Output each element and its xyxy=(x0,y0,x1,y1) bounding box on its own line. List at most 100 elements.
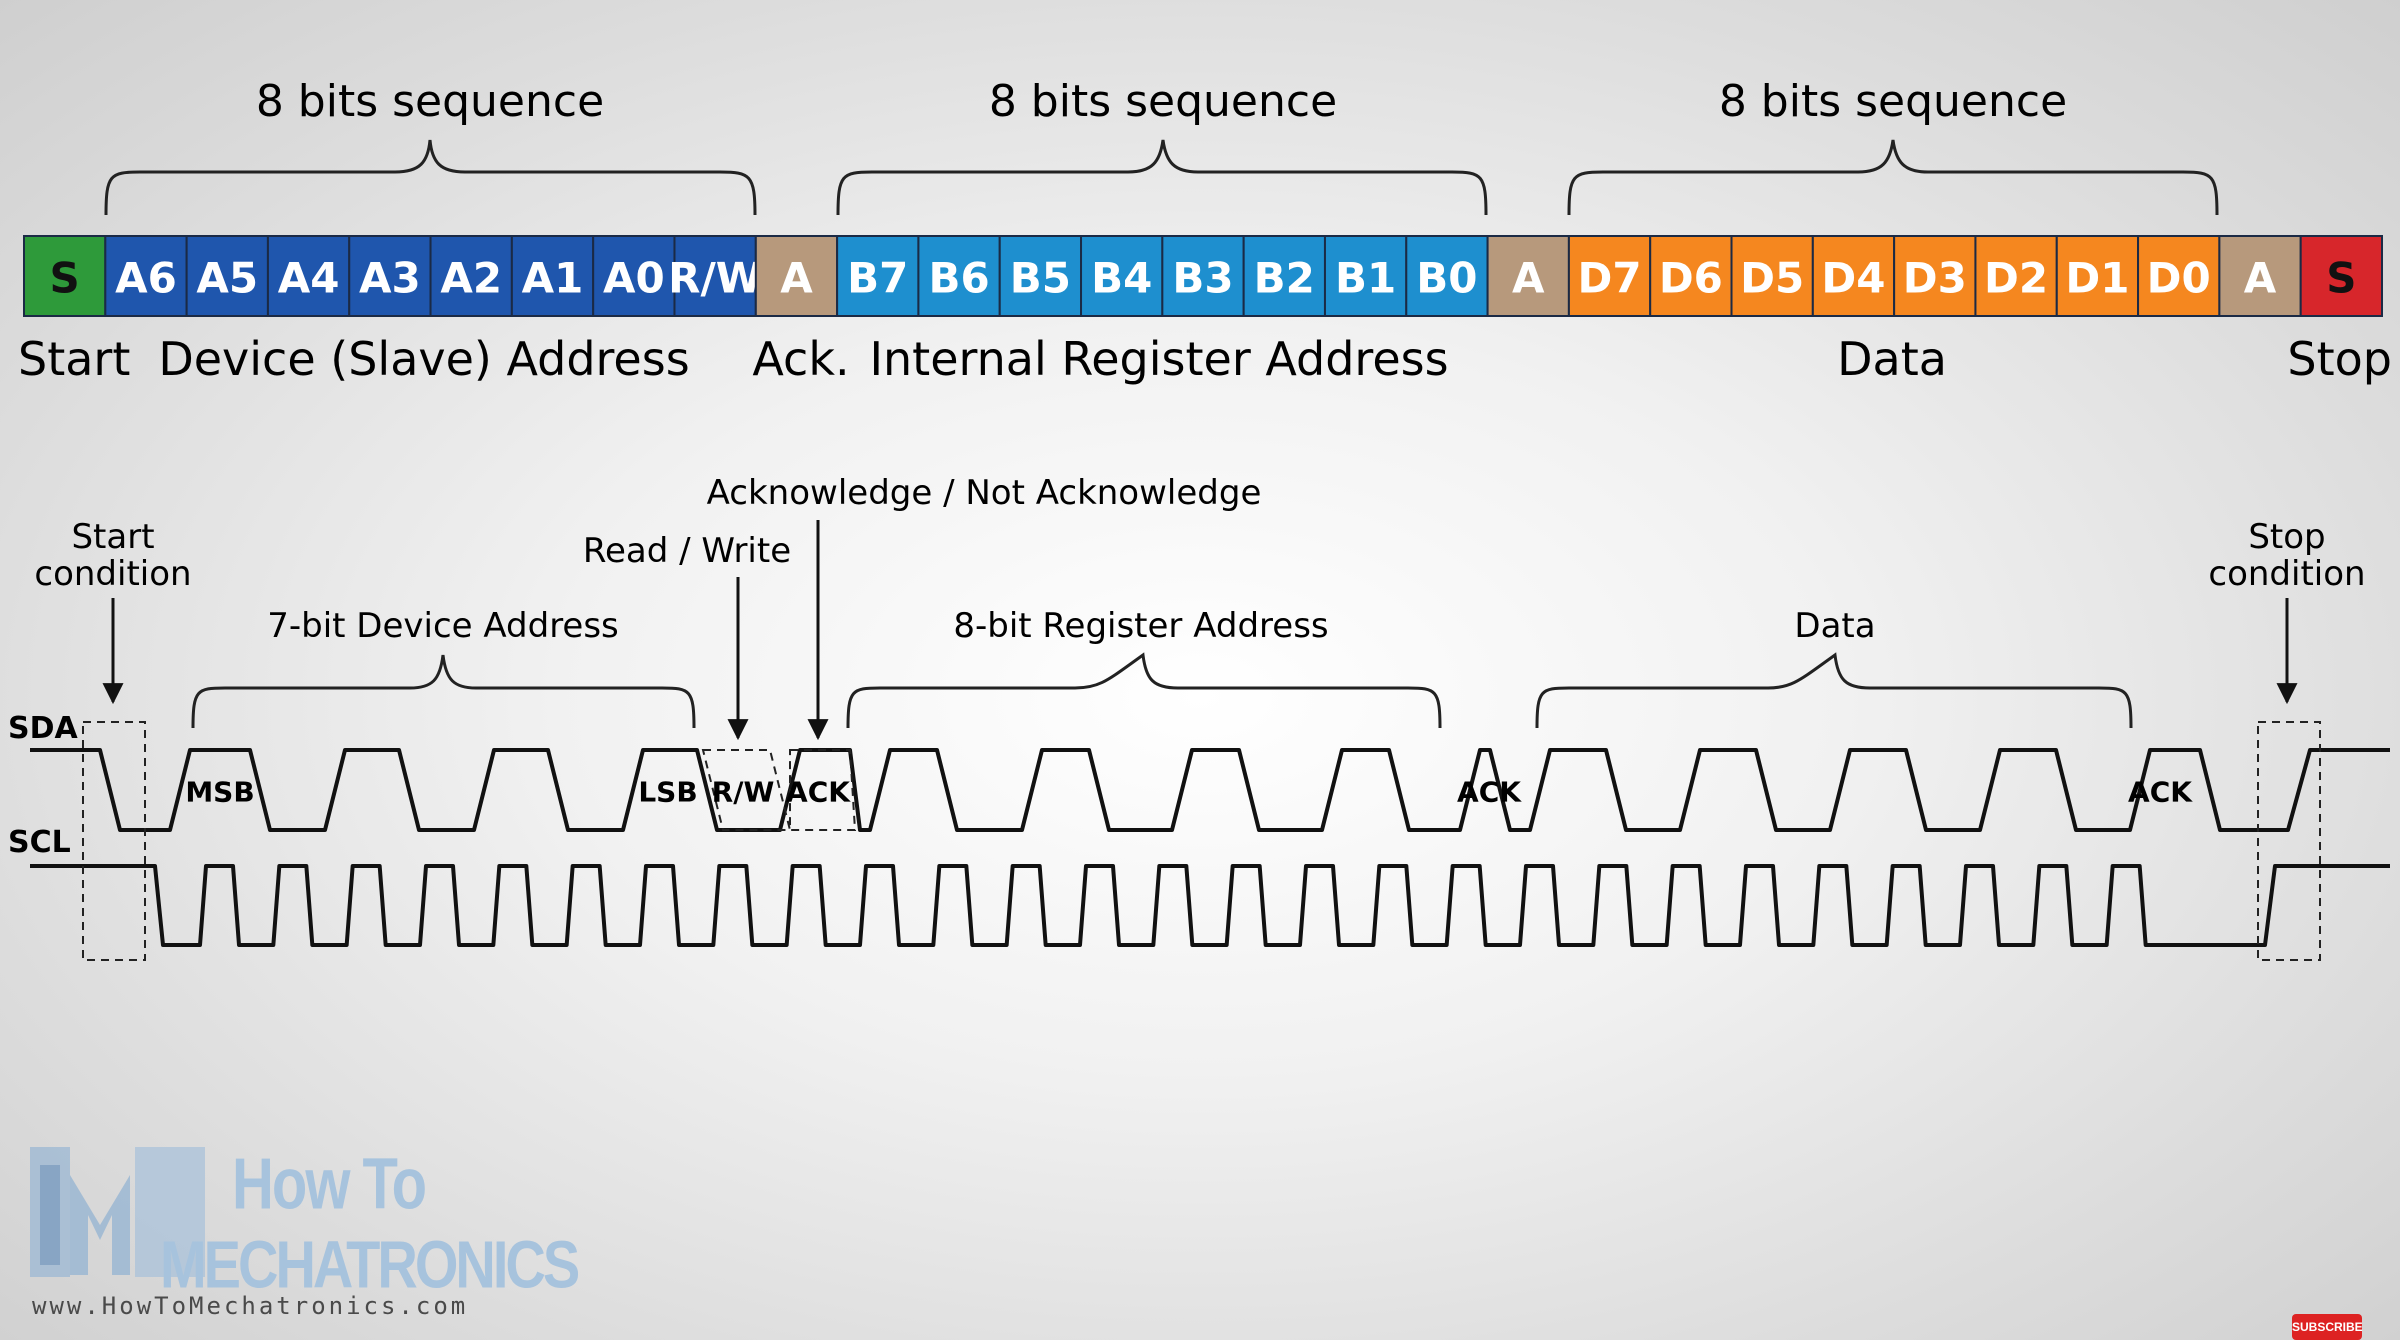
frame-cell-data xyxy=(1730,235,1814,317)
frame-cell-stop xyxy=(2299,235,2384,317)
ack-dashed-bit xyxy=(789,749,857,831)
brace-address xyxy=(104,139,757,216)
howtomechatronics-logo-icon xyxy=(30,1147,205,1277)
sda-waveform xyxy=(30,748,2390,832)
frame-cell-register xyxy=(1405,235,1489,317)
frame-cell-register xyxy=(917,235,1001,317)
frame-cell-ack xyxy=(2218,235,2302,317)
frame-cell-label: S xyxy=(50,254,80,303)
frame-cell-label: A2 xyxy=(440,254,502,303)
frame-cell-data xyxy=(2137,235,2221,317)
label-data: Data xyxy=(1837,332,1947,386)
ack-bit-label-1: ACK xyxy=(786,776,851,809)
logo-line2: MECHATRONICS xyxy=(160,1226,580,1302)
label-start: Start xyxy=(18,332,130,386)
frame-cell-register xyxy=(998,235,1083,317)
frame-cell-address xyxy=(510,235,595,317)
device-address-label: 7-bit Device Address xyxy=(267,606,619,646)
frame-cell-label: A xyxy=(2244,254,2277,303)
label-ack: Ack. xyxy=(752,332,849,386)
frame-cell-label: B4 xyxy=(1091,254,1152,303)
stop-condition-label-2: condition xyxy=(2208,554,2365,594)
frame-cell-address xyxy=(592,235,676,317)
frame-cell-label: D7 xyxy=(1578,254,1642,303)
frame-cell-label: B2 xyxy=(1254,254,1315,303)
frame-cell-label: S xyxy=(2326,254,2356,303)
sda-label: SDA xyxy=(8,711,79,746)
frame-cell-register xyxy=(1323,235,1408,317)
frame-cell-label: A1 xyxy=(522,254,584,303)
frame-cell-label: B1 xyxy=(1335,254,1396,303)
label-register-address: Internal Register Address xyxy=(869,332,1448,386)
read-write-label: Read / Write xyxy=(583,531,791,571)
frame-cell-register xyxy=(1242,235,1326,317)
brace-register xyxy=(836,139,1488,216)
scl-waveform xyxy=(30,864,2390,947)
frame-cell-label: A xyxy=(780,254,813,303)
frame-cell-data xyxy=(1811,235,1896,317)
frame-cell-label: D2 xyxy=(1984,254,2048,303)
frame-cell-label: B6 xyxy=(928,254,989,303)
brace-7bit-address xyxy=(191,654,696,729)
frame-cell-address xyxy=(104,235,188,317)
frame-cell-label: D5 xyxy=(1740,254,1804,303)
ack-bit-label-2: ACK xyxy=(1457,776,1522,809)
frame-cell-label: D4 xyxy=(1821,254,1885,303)
frame-cell-label: A3 xyxy=(359,254,421,303)
start-condition-box xyxy=(82,721,146,961)
frame-cell-label: D3 xyxy=(1903,254,1967,303)
frame-cell-label: B7 xyxy=(847,254,908,303)
frame-cell-label: D6 xyxy=(1659,254,1723,303)
frame-cell-data xyxy=(1974,235,2058,317)
start-condition-label-1: Start xyxy=(71,517,154,557)
subscribe-button[interactable]: SUBSCRIBE xyxy=(2292,1314,2363,1340)
register-address-label: 8-bit Register Address xyxy=(953,606,1328,646)
frame-cell-address xyxy=(673,235,757,317)
lsb-label: LSB xyxy=(638,776,697,809)
rw-bit-label: R/W xyxy=(712,776,775,809)
msb-label: MSB xyxy=(185,776,254,809)
frame-cell-label: A0 xyxy=(603,254,665,303)
frame-cell-label: A6 xyxy=(115,254,177,303)
frame-cell-register xyxy=(1080,235,1164,317)
rw-dashed-bit xyxy=(701,749,792,831)
sequence-label-data: 8 bits sequence xyxy=(1719,76,2067,127)
brace-data xyxy=(1567,139,2219,216)
frame-cell-label: B5 xyxy=(1010,254,1071,303)
frame-cell-label: D1 xyxy=(2065,254,2129,303)
frame-cell-data xyxy=(1567,235,1652,317)
ack-bit-label-3: ACK xyxy=(2128,776,2193,809)
scl-label: SCL xyxy=(8,825,71,860)
frame-cell-start xyxy=(23,235,107,317)
frame-cell-address xyxy=(429,235,513,317)
start-condition-label-2: condition xyxy=(34,554,191,594)
brace-8bit-register xyxy=(846,652,1442,729)
sequence-label-address: 8 bits sequence xyxy=(256,76,604,127)
frame-cell-address xyxy=(185,235,269,317)
frame-cell-label: B0 xyxy=(1416,254,1477,303)
frame-cell-address xyxy=(348,235,432,317)
label-device-address: Device (Slave) Address xyxy=(158,332,689,386)
stop-condition-box xyxy=(2257,721,2321,961)
frame-cell-ack xyxy=(754,235,839,317)
stop-condition-label-1: Stop xyxy=(2248,517,2325,557)
data-label: Data xyxy=(1794,606,1875,646)
frame-cell-label: R/W xyxy=(668,254,762,303)
logo-line1: How To xyxy=(232,1143,427,1225)
frame-cell-data xyxy=(1649,235,1733,317)
frame-cell-ack xyxy=(1486,235,1570,317)
sequence-label-register: 8 bits sequence xyxy=(989,76,1337,127)
brace-data-bits xyxy=(1535,652,2133,729)
frame-cell-label: D0 xyxy=(2147,254,2211,303)
frame-cell-label: A4 xyxy=(278,254,340,303)
ack-nack-label: Acknowledge / Not Acknowledge xyxy=(707,473,1262,513)
frame-cell-label: A xyxy=(1512,254,1545,303)
scl-line xyxy=(30,864,2390,947)
frame-cell-label: B3 xyxy=(1172,254,1233,303)
frame-cell-label: A5 xyxy=(196,254,258,303)
sda-line xyxy=(30,748,2390,832)
logo-url: www.HowToMechatronics.com xyxy=(32,1292,469,1320)
label-stop: Stop xyxy=(2287,332,2392,386)
